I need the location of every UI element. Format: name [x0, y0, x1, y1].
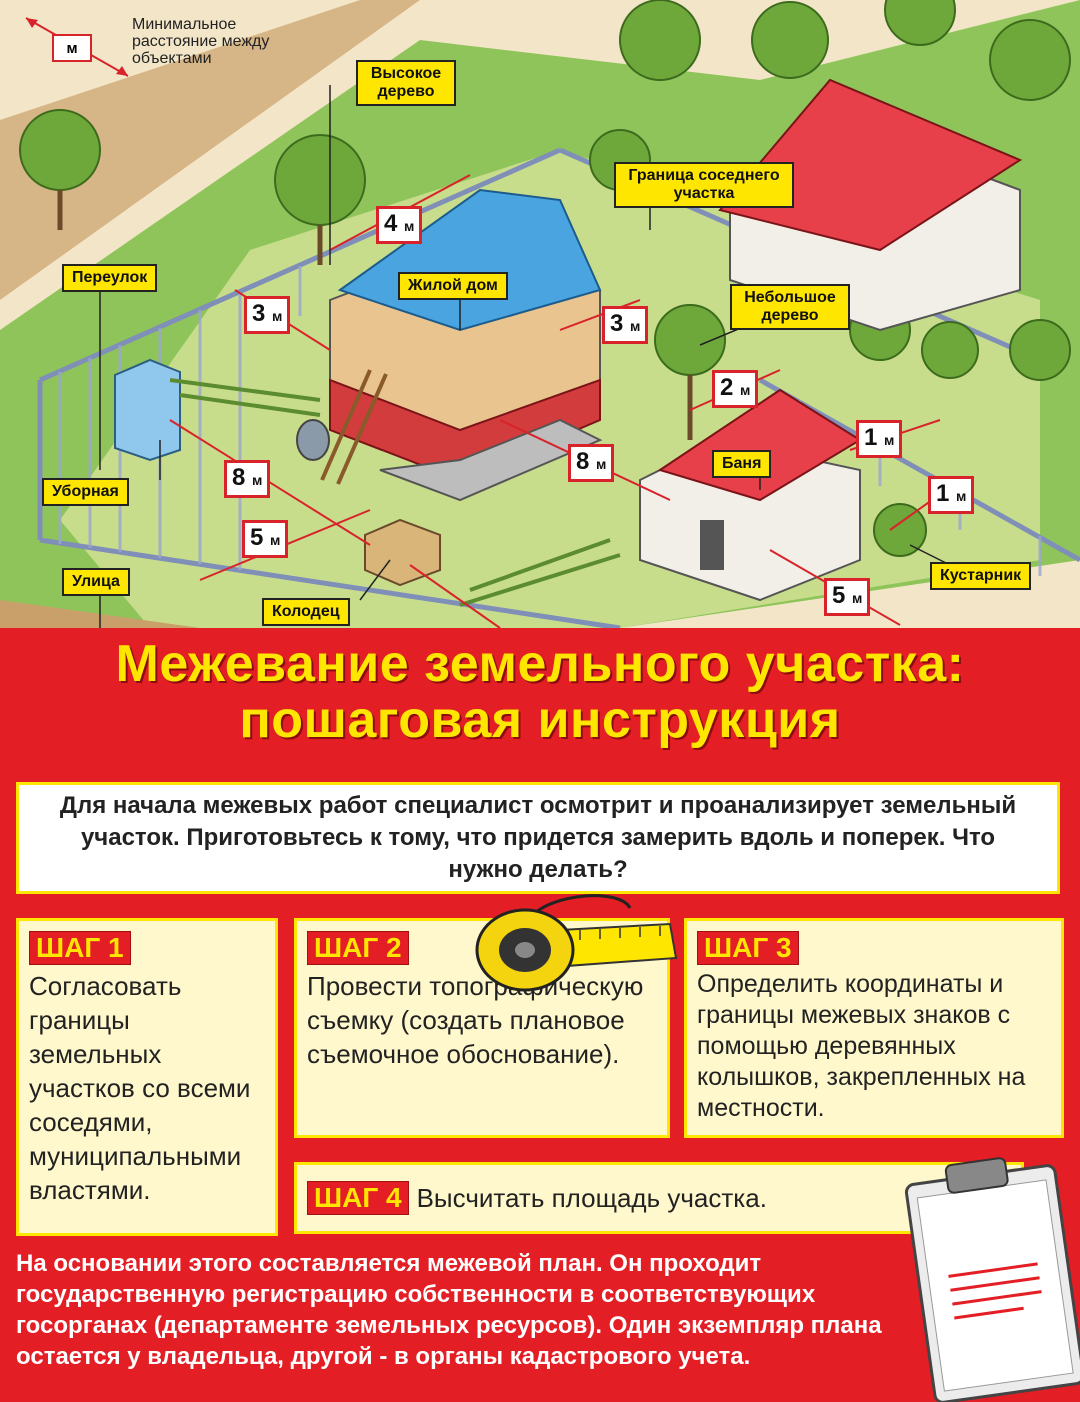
site-plan-drawing	[0, 0, 1080, 628]
distance-unit: м	[270, 532, 281, 548]
footer-text: На основании этого составляется межевой …	[16, 1250, 882, 1370]
distance-badge: 8 м	[224, 460, 271, 498]
step-2-tag: ШАГ 2	[307, 931, 409, 965]
distance-badge: 3 м	[244, 296, 291, 334]
label-small-tree-text: Небольшое дерево	[744, 289, 836, 324]
distance-unit: м	[884, 432, 895, 448]
distance-unit: м	[252, 472, 263, 488]
intro-text: Для начала межевых работ специалист осмо…	[59, 792, 1017, 883]
site-plan-illustration: м Минимальное расстояние между объектами…	[0, 0, 1080, 628]
distance-unit: м	[852, 590, 863, 606]
step-1-card: ШАГ 1 Согласовать границы земельных учас…	[16, 918, 278, 1236]
distance-unit: м	[272, 308, 283, 324]
label-well: Колодец	[262, 598, 350, 626]
distance-value: 8	[576, 448, 590, 475]
distance-value: 5	[250, 524, 264, 551]
legend: м Минимальное расстояние между объектами	[22, 12, 302, 82]
distance-unit: м	[404, 218, 415, 234]
distance-value: 3	[610, 310, 624, 337]
distance-value: 4	[384, 210, 398, 237]
label-tall-tree: Высокое дерево	[356, 60, 456, 106]
distance-value: 2	[720, 374, 734, 401]
label-small-tree: Небольшое дерево	[730, 284, 850, 330]
distance-badge: 5 м	[824, 578, 871, 616]
legend-unit-box: м	[52, 34, 92, 62]
legend-text: Минимальное расстояние между объектами	[132, 16, 270, 67]
step-4-text: Высчитать площадь участка.	[416, 1183, 767, 1213]
title-line-2: пошаговая инструкция	[239, 691, 841, 749]
label-tall-tree-text: Высокое дерево	[370, 65, 442, 100]
distance-badge: 1 м	[856, 420, 903, 458]
label-bath: Баня	[712, 450, 772, 478]
step-3-card: ШАГ 3 Определить координаты и границы ме…	[684, 918, 1064, 1138]
label-toilet: Уборная	[42, 478, 129, 506]
distance-unit: м	[956, 488, 967, 504]
distance-badge: 3 м	[602, 306, 649, 344]
step-1-tag: ШАГ 1	[29, 931, 131, 965]
title-line-1: Межевание земельного участка:	[115, 635, 965, 693]
distance-badge: 8 м	[568, 444, 615, 482]
page-title: Межевание земельного участка: пошаговая …	[0, 636, 1080, 748]
step-1-text: Согласовать границы земельных участков с…	[29, 971, 251, 1205]
distance-value: 1	[864, 424, 878, 451]
distance-value: 8	[232, 464, 246, 491]
tape-measure-icon	[475, 894, 678, 992]
label-street: Улица	[62, 568, 130, 596]
intro-box: Для начала межевых работ специалист осмо…	[16, 782, 1060, 894]
distance-value: 1	[936, 480, 950, 507]
step-3-tag: ШАГ 3	[697, 931, 799, 965]
step-2-text: Провести топографическую съемку (создать…	[307, 971, 644, 1069]
distance-badge: 4 м	[376, 206, 423, 244]
distance-badge: 5 м	[242, 520, 289, 558]
step-3-text: Определить координаты и границы межевых …	[697, 970, 1026, 1122]
label-shrub: Кустарник	[930, 562, 1032, 590]
distance-value: 3	[252, 300, 266, 327]
distance-badge: 1 м	[928, 476, 975, 514]
distance-unit: м	[740, 382, 751, 398]
distance-unit: м	[596, 456, 607, 472]
label-neighbor-border: Граница соседнего участка	[614, 162, 794, 208]
label-house: Жилой дом	[398, 272, 508, 300]
step-4-tag: ШАГ 4	[307, 1181, 409, 1215]
distance-badge: 2 м	[712, 370, 759, 408]
label-lane: Переулок	[62, 264, 158, 292]
step-4-card: ШАГ 4 Высчитать площадь участка.	[294, 1162, 1024, 1234]
distance-unit: м	[630, 318, 641, 334]
label-neighbor-border-text: Граница соседнего участка	[628, 167, 780, 202]
clipboard-icon	[904, 1157, 1080, 1402]
distance-value: 5	[832, 582, 846, 609]
